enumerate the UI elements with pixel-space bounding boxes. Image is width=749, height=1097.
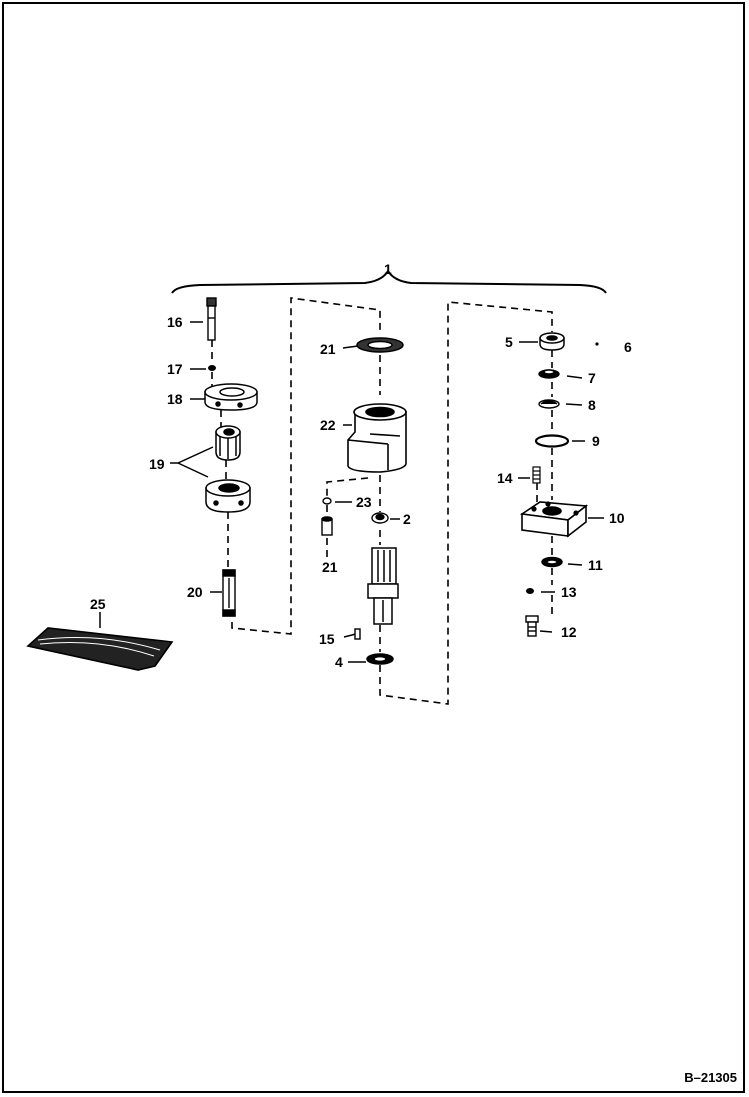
assembly-brace	[171, 269, 607, 294]
housing-part-22	[347, 403, 407, 473]
label-9: 9	[592, 433, 600, 449]
label-14: 14	[497, 470, 513, 486]
key-part-15	[354, 628, 361, 640]
label-2: 2	[403, 511, 411, 527]
spacer-part-21	[321, 516, 333, 536]
pin-part-14	[532, 466, 541, 484]
dashed-assembly-lines	[211, 297, 553, 705]
label-7: 7	[588, 370, 596, 386]
figure-reference: B–21305	[684, 1070, 737, 1085]
label-15: 15	[319, 631, 335, 647]
label-22: 22	[320, 417, 336, 433]
plate-part-8	[538, 399, 560, 409]
end-plate-part-18	[204, 383, 258, 411]
label-21-top: 21	[320, 341, 336, 357]
o-ring-part-13	[526, 588, 534, 594]
label-25: 25	[90, 596, 106, 612]
seal-part-21	[356, 337, 404, 353]
bolt-part-16	[206, 297, 217, 341]
label-16: 16	[167, 314, 183, 330]
o-ring-part-9	[534, 434, 570, 448]
label-5: 5	[505, 334, 513, 350]
label-4: 4	[335, 654, 343, 670]
o-ring-part-23	[322, 497, 332, 505]
seal-kit-part-25	[26, 627, 174, 671]
drive-shaft-part-20	[222, 569, 236, 617]
label-11: 11	[588, 557, 603, 573]
label-21-lower: 21	[322, 559, 338, 575]
cap-part-5	[539, 332, 565, 351]
leader-lines	[99, 321, 604, 663]
seal-part-11	[541, 556, 563, 568]
label-8: 8	[588, 397, 596, 413]
label-6: 6	[624, 339, 632, 355]
label-1: 1	[384, 261, 392, 277]
input-shaft-assembly	[367, 547, 399, 625]
label-19: 19	[149, 456, 165, 472]
plug-part-12	[525, 615, 539, 637]
bushing-part-2	[371, 512, 389, 524]
label-10: 10	[609, 510, 625, 526]
ball-part-6	[595, 342, 599, 346]
gerotor-part-19	[205, 425, 251, 513]
seat-part-7	[538, 369, 560, 379]
valve-block-part-10	[519, 501, 589, 538]
washer-part-17	[208, 365, 216, 371]
label-23: 23	[356, 494, 372, 510]
label-17: 17	[167, 361, 183, 377]
label-12: 12	[561, 624, 577, 640]
washer-part-4	[366, 653, 394, 665]
callout-labels: 1 16 17 18 19 20 21 22 23 2 21 15 4 5 6 …	[90, 261, 632, 670]
label-18: 18	[167, 391, 183, 407]
label-13: 13	[561, 584, 577, 600]
label-20: 20	[187, 584, 203, 600]
